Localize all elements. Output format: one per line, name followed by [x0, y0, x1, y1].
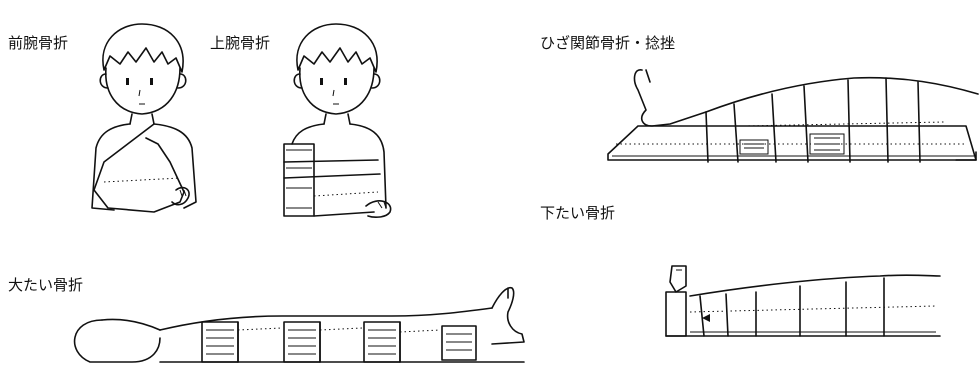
lower-leg-splint-illustration: [660, 262, 942, 344]
caption-forearm-fracture: 前腕骨折: [8, 34, 69, 52]
caption-knee-fracture-sprain: ひざ関節骨折・捻挫: [540, 34, 676, 52]
caption-lower-leg-fracture: 下たい骨折: [540, 204, 616, 222]
caption-thigh-fracture: 大たい骨折: [8, 276, 84, 294]
caption-upper-arm-fracture: 上腕骨折: [210, 34, 271, 52]
upper-arm-splint-illustration: [274, 12, 400, 224]
forearm-sling-illustration: [84, 12, 204, 226]
thigh-splint-illustration: [62, 282, 532, 374]
knee-splint-illustration: [604, 64, 980, 172]
